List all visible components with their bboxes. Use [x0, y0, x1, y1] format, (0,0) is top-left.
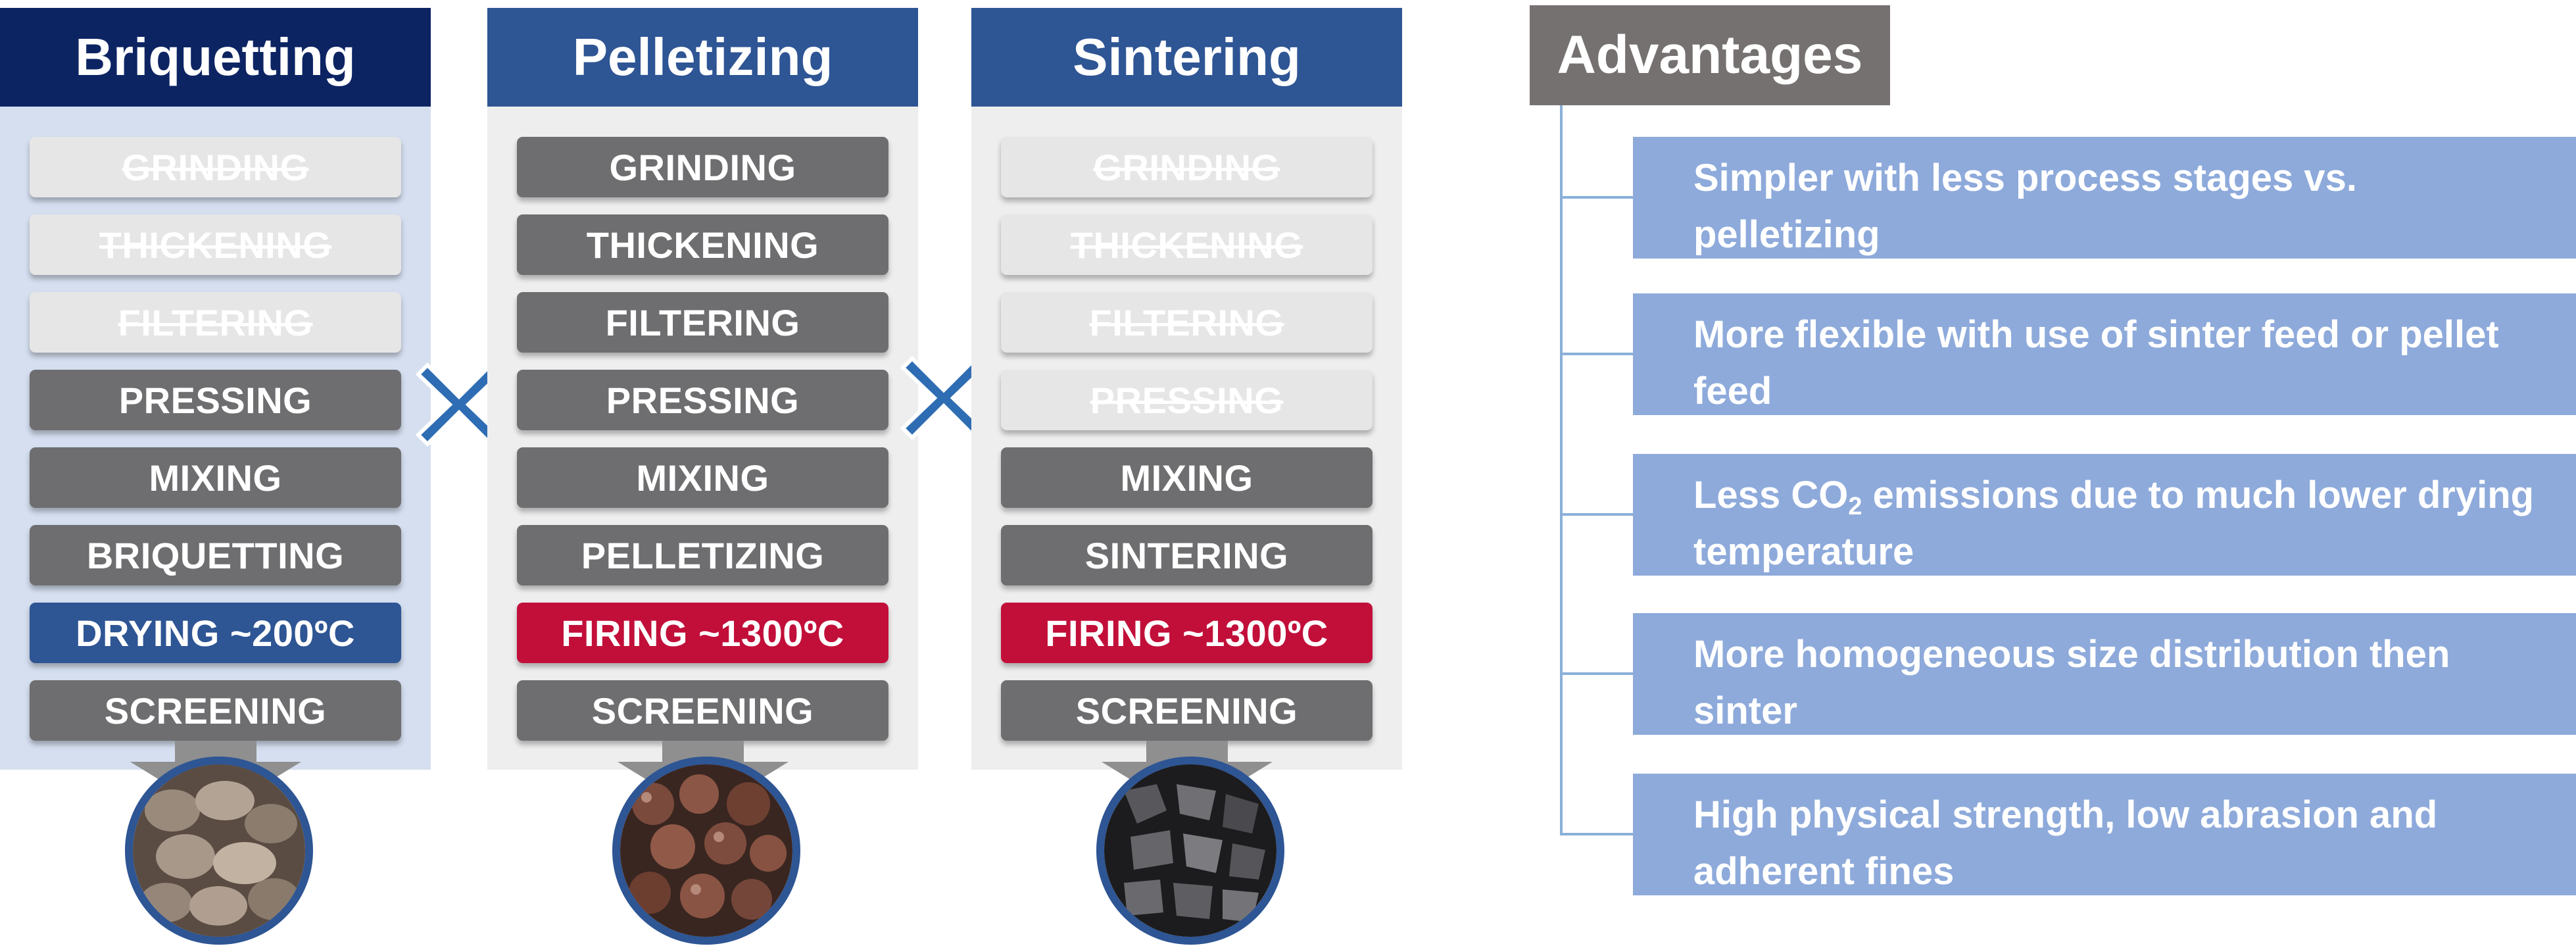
step-pressing: PRESSING — [1001, 370, 1373, 430]
advantage-item: High physical strength, low abrasion and… — [1633, 774, 2576, 895]
step-grinding: GRINDING — [1001, 137, 1373, 197]
connector-branch — [1560, 196, 1633, 199]
advantage-text-pre: Less CO — [1693, 474, 1849, 516]
step-pressing: PRESSING — [517, 370, 888, 430]
step-firing: FIRING ~1300ºC — [517, 603, 888, 663]
pelletizing-header: Pelletizing — [487, 8, 918, 107]
connector-branch — [1560, 353, 1633, 355]
advantages-connector-line — [1560, 105, 1563, 835]
sintering-steps: GRINDING THICKENING FILTERING PRESSING M… — [971, 107, 1402, 770]
step-grinding: GRINDING — [517, 137, 888, 197]
step-screening: SCREENING — [1001, 680, 1373, 741]
briquetting-column: Briquetting GRINDING THICKENING FILTERIN… — [0, 8, 431, 770]
step-thickening: THICKENING — [1001, 214, 1373, 275]
step-pressing: PRESSING — [30, 370, 401, 430]
connector-branch — [1560, 833, 1633, 835]
step-pelletizing: PELLETIZING — [517, 525, 888, 585]
advantage-text-post: emissions due to much lower drying tempe… — [1693, 474, 2535, 573]
pellets-photo-icon — [612, 757, 800, 945]
step-grinding: GRINDING — [30, 137, 401, 197]
step-mixing: MIXING — [517, 447, 888, 508]
briquettes-photo-icon — [125, 757, 313, 945]
step-sintering: SINTERING — [1001, 525, 1373, 585]
advantage-item: Simpler with less process stages vs. pel… — [1633, 137, 2576, 259]
briquetting-header: Briquetting — [0, 8, 431, 107]
step-mixing: MIXING — [1001, 447, 1373, 508]
sintering-header: Sintering — [971, 8, 1402, 107]
step-thickening: THICKENING — [517, 214, 888, 275]
step-firing: FIRING ~1300ºC — [1001, 603, 1373, 663]
step-screening: SCREENING — [517, 680, 888, 741]
connector-branch — [1560, 513, 1633, 516]
connector-branch — [1560, 672, 1633, 675]
step-filtering: FILTERING — [30, 292, 401, 353]
co2-subscript: 2 — [1848, 493, 1862, 520]
step-drying: DRYING ~200ºC — [30, 603, 401, 663]
briquetting-steps: GRINDING THICKENING FILTERING PRESSING M… — [0, 107, 431, 770]
advantage-item: Less CO2 emissions due to much lower dry… — [1633, 454, 2576, 576]
pelletizing-steps: GRINDING THICKENING FILTERING PRESSING M… — [487, 107, 918, 770]
step-mixing: MIXING — [30, 447, 401, 508]
pelletizing-column: Pelletizing GRINDING THICKENING FILTERIN… — [487, 8, 918, 770]
advantage-item: More homogeneous size distribution then … — [1633, 613, 2576, 735]
step-screening: SCREENING — [30, 680, 401, 741]
sintering-column: Sintering GRINDING THICKENING FILTERING … — [971, 8, 1402, 770]
step-thickening: THICKENING — [30, 214, 401, 275]
advantage-item: More flexible with use of sinter feed or… — [1633, 293, 2576, 415]
step-filtering: FILTERING — [1001, 292, 1373, 353]
step-briquetting: BRIQUETTING — [30, 525, 401, 585]
step-filtering: FILTERING — [517, 292, 888, 353]
advantages-header: Advantages — [1530, 5, 1890, 105]
sinter-photo-icon — [1096, 757, 1284, 945]
